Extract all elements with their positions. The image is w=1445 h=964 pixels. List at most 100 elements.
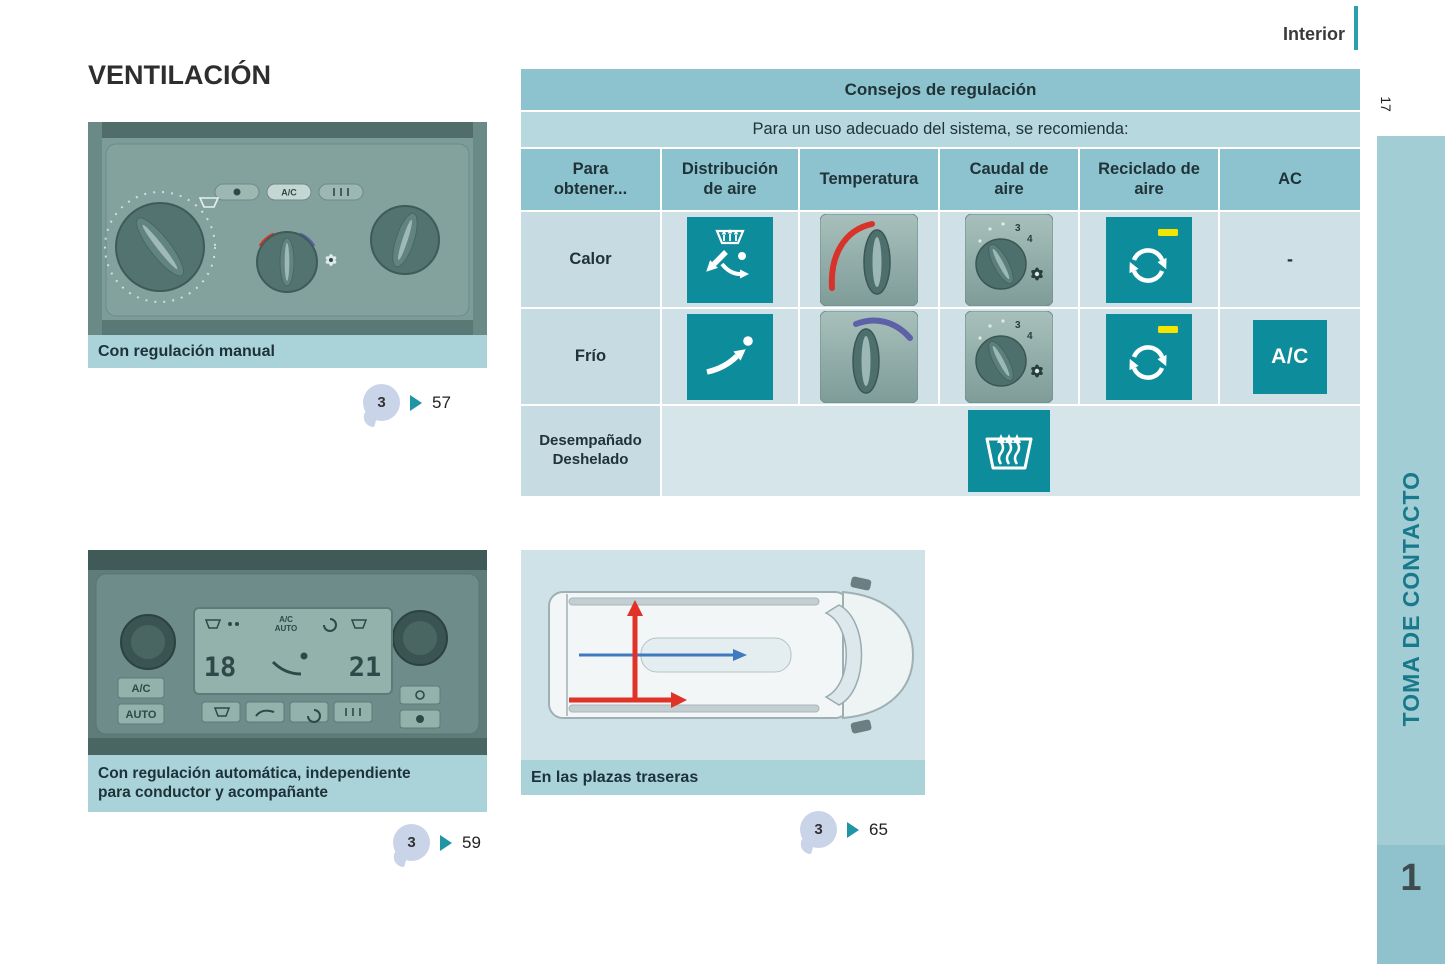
mirror [850,576,872,591]
figure-rear-caption: En las plazas traseras [531,768,699,786]
display-airflow-glyph [271,660,302,676]
chapter-number-band: 1 [1377,845,1445,964]
chapter-title-wrap: TOMA DE CONTACTO [1377,359,1445,839]
manual-ac-button [266,183,312,201]
col-header-ac: AC [1220,149,1360,210]
air-distribution-windshield-feet-icon [687,216,773,303]
figure-rear-caption-band: En las plazas traseras [521,760,925,795]
page-ref-arrow-icon [410,394,422,411]
air-recirculation-icon [1106,216,1192,303]
cell-frio-temperatura [800,309,938,404]
chapter-title: TOMA DE CONTACTO [1397,471,1424,727]
fan-icon [325,254,337,266]
manual-hvac-photo: A/C [88,122,487,335]
section-ref-badge: 3 [393,824,430,861]
fan-icon [1031,267,1043,280]
row-label-desempanado: Desempañado Deshelado [521,406,660,496]
col-header-para-obtener: Para obtener... [521,149,660,210]
cell-frio-caudal: 3 4 [940,309,1078,404]
roof-rail [568,704,820,713]
page-ref-manual: 3 57 [363,384,451,421]
page-ref-number: 65 [869,819,888,839]
defrost-button [201,701,241,723]
rear-airflow-photo [521,550,925,760]
ac-button-label: A/C [132,683,151,695]
fan-dial-mark-3: 3 [1015,223,1021,234]
section-ref-badge: 3 [363,384,400,421]
temperature-knob [256,231,318,293]
fan-speed-knob [370,205,440,275]
distribution-knob [104,191,220,303]
section-tab-accent-bar [1354,6,1358,50]
manual-ac-button-label: A/C [281,188,297,198]
display-auto-label: AUTO [275,624,298,633]
air-recirculation-icon [1106,313,1192,400]
row-label-calor: Calor [521,212,660,307]
display-ac-label: A/C [279,615,293,624]
figure-auto-caption-line2: para conductor y acompañante [98,783,328,801]
temperature-cold-dial-image [820,310,918,403]
ac-off-dash: - [1287,249,1293,269]
mirror [850,719,872,734]
regulation-advice-table: Consejos de regulación Para un uso adecu… [521,69,1360,496]
fan-dial-mark-4: 4 [1027,331,1033,342]
chapter-sidebar: TOMA DE CONTACTO 1 [1377,136,1445,964]
cell-frio-ac: A/C [1220,309,1360,404]
row-label-frio: Frío [521,309,660,404]
col-header-distribucion: Distribución de aire [662,149,798,210]
page-ref-rear: 3 65 [800,811,888,848]
visibility-button [399,685,441,705]
display-temp-left: 18 [204,652,237,683]
chapter-number: 1 [1400,857,1422,899]
fan-dial-mark-3: 3 [1015,320,1021,331]
page-ref-number: 59 [462,832,481,852]
col-header-reciclado: Reciclado de aire [1080,149,1218,210]
air-distribution-face-icon [687,313,773,400]
page-ref-number: 57 [432,392,451,412]
windshield [824,604,863,706]
page-ref-auto: 3 59 [393,824,481,861]
figure-manual-caption-band: Con regulación manual [88,335,487,368]
figure-manual-hvac: A/C [88,122,487,368]
fan-speed-knob-image: 3 4 [965,310,1053,403]
section-tab-label: Interior [1282,24,1345,44]
cell-desempanado-merged [662,406,1360,496]
figure-auto-hvac: A/C AUTO 18 21 A/C AUTO [88,550,487,812]
page-number: 17 [1377,96,1394,112]
auto-hvac-photo: A/C AUTO 18 21 A/C AUTO [88,550,487,755]
table-subtitle: Para un uso adecuado del sistema, se rec… [521,112,1360,147]
figure-auto-caption-line1: Con regulación automática, independiente [98,764,411,782]
col-header-caudal: Caudal de aire [940,149,1078,210]
distribution-button [245,701,285,723]
climate-display [193,607,393,695]
fan-dial-mark-4: 4 [1027,234,1033,245]
cell-calor-temperatura [800,212,938,307]
col-header-temperatura: Temperatura [800,149,938,210]
ac-button: A/C [1253,319,1327,394]
van-top-view-illustration [521,550,925,760]
roof-rail [568,597,820,606]
page-title: VENTILACIÓN [88,60,272,90]
cell-calor-caudal: 3 4 [940,212,1078,307]
ac-button [117,677,165,699]
auto-hvac-panel-illustration: A/C AUTO 18 21 A/C AUTO [88,550,487,755]
auto-button-label: AUTO [126,709,157,721]
recirculation-button [289,701,329,723]
temperature-warm-dial-image [820,213,918,306]
manual-hvac-panel-illustration: A/C [88,122,487,335]
label-deshelado: Deshelado [552,451,629,468]
table-title: Consejos de regulación [521,69,1360,110]
page-ref-arrow-icon [847,821,859,838]
figure-manual-caption: Con regulación manual [98,342,275,360]
section-ref-badge: 3 [800,811,837,848]
display-temp-right: 21 [349,652,382,683]
figure-rear-seats: En las plazas traseras [521,550,925,795]
fan-icon [1031,364,1043,377]
label-desempanado: Desempañado [539,432,642,450]
auto-button [117,703,165,725]
fan-speed-knob-image: 3 4 [965,213,1053,306]
cell-calor-reciclado [1080,212,1218,307]
cell-frio-reciclado [1080,309,1218,404]
cell-calor-ac: - [1220,212,1360,307]
